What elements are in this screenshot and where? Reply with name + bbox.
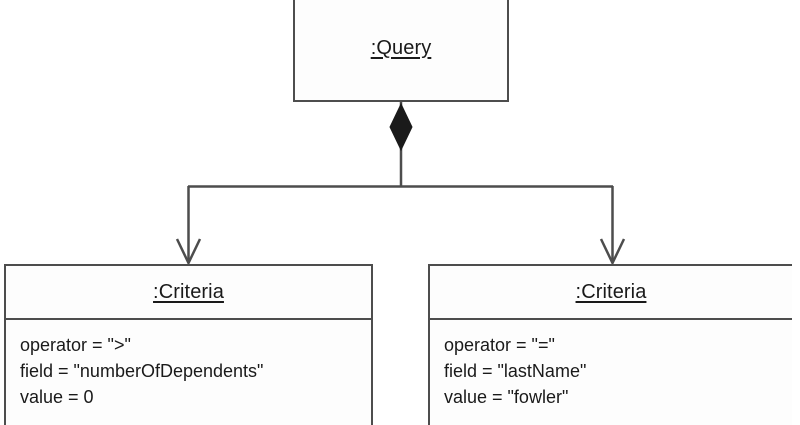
uml-object-criteria-left[interactable]: :Criteria operator = ">" field = "number… (4, 264, 373, 425)
criteria-left-header: :Criteria (6, 266, 371, 320)
composition-diamond-icon (389, 102, 413, 152)
criteria-left-title: :Criteria (153, 280, 224, 303)
criteria-right-attr-value: value = "fowler" (444, 387, 569, 407)
criteria-right-attr-operator: operator = "=" (444, 335, 555, 355)
criteria-right-attr-field: field = "lastName" (444, 361, 587, 381)
criteria-left-attr-operator: operator = ">" (20, 335, 131, 355)
criteria-right-title: :Criteria (575, 280, 647, 303)
criteria-left-attributes: operator = ">" field = "numberOfDependen… (6, 320, 371, 418)
criteria-left-attr-field: field = "numberOfDependents" (20, 361, 264, 381)
criteria-left-attr-value: value = 0 (20, 387, 94, 407)
criteria-right-attributes: operator = "=" field = "lastName" value … (430, 320, 792, 418)
uml-object-query[interactable]: :Query (293, 0, 509, 102)
query-title: :Query (370, 36, 432, 59)
uml-object-criteria-right[interactable]: :Criteria operator = "=" field = "lastNa… (428, 264, 792, 425)
arrowhead-down-right-icon (599, 238, 626, 266)
arrowhead-down-left-icon (175, 238, 202, 266)
query-header: :Query (295, 0, 507, 100)
criteria-right-header: :Criteria (430, 266, 792, 320)
